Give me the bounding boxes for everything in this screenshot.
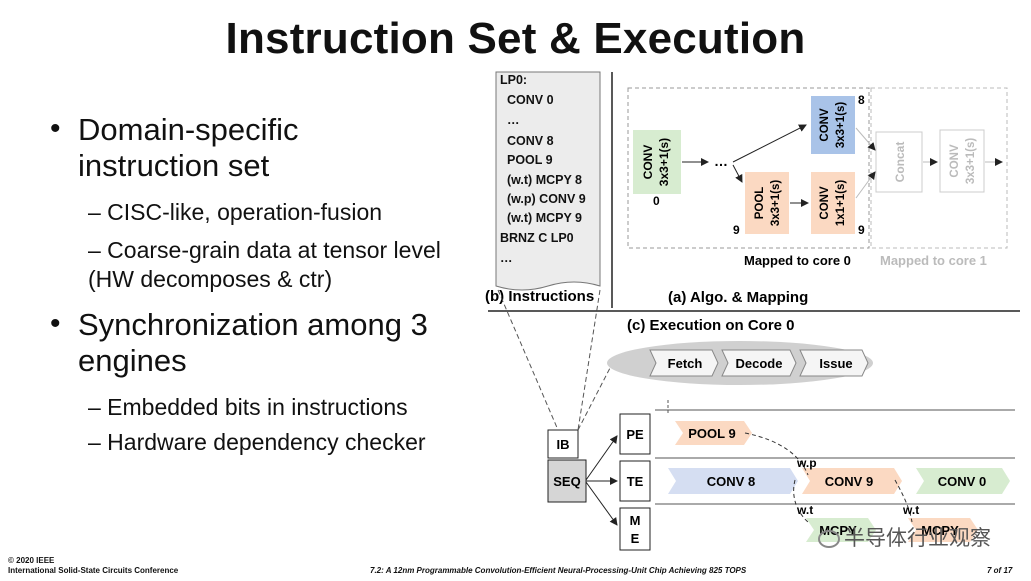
- exec-caption: (c) Execution on Core 0: [627, 317, 795, 334]
- svg-text:CONV 8: CONV 8: [707, 474, 755, 489]
- svg-text:CONV 0: CONV 0: [938, 474, 986, 489]
- core1-conv-box: [939, 129, 985, 193]
- svg-text:Concat: Concat: [893, 142, 907, 183]
- te-box: [619, 460, 651, 502]
- svg-text:9: 9: [858, 223, 865, 237]
- conv9-box: [811, 172, 855, 234]
- instr-line: (w.t) MCPY 8: [507, 173, 582, 187]
- conv8-task: CONV 8: [668, 468, 798, 494]
- svg-text:3x3+1(s): 3x3+1(s): [835, 102, 847, 149]
- footer-page: 7 of 17: [987, 566, 1013, 575]
- svg-text:CONV: CONV: [819, 186, 831, 220]
- issue-stage: Issue: [799, 349, 869, 377]
- sub-bullet-1a: – CISC-like, operation-fusion: [88, 199, 383, 225]
- svg-text:E: E: [631, 531, 640, 546]
- pool9-box: [745, 172, 789, 234]
- algo-caption: (a) Algo. & Mapping: [668, 289, 808, 306]
- wp-label: w.p: [796, 456, 817, 470]
- svg-text:3x3+1(s): 3x3+1(s): [770, 180, 782, 227]
- instructions-caption: (b) Instructions: [485, 288, 594, 305]
- instr-line: …: [500, 251, 513, 265]
- svg-text:CONV 9: CONV 9: [825, 474, 873, 489]
- svg-text:SEQ: SEQ: [553, 474, 580, 489]
- svg-text:Fetch: Fetch: [668, 356, 703, 371]
- svg-text:M: M: [630, 513, 641, 528]
- svg-text:IB: IB: [557, 437, 570, 452]
- decode-stage: Decode: [721, 349, 797, 377]
- mapped-core0: Mapped to core 0: [744, 253, 851, 268]
- watermark: 半导体行业观察: [818, 522, 991, 552]
- instr-line: BRNZ C LP0: [500, 231, 574, 245]
- instruction-sheet: [495, 71, 601, 291]
- footer-paper-title: 7.2: A 12nm Programmable Convolution-Eff…: [370, 566, 747, 575]
- ib-box: [547, 429, 579, 459]
- slide-title: Instruction Set & Execution: [225, 14, 806, 63]
- fetch-stage: Fetch: [649, 349, 719, 377]
- svg-text:CONV: CONV: [949, 144, 961, 178]
- wechat-icon: [818, 530, 840, 549]
- svg-text:9: 9: [733, 223, 740, 237]
- instr-line: (w.p) CONV 9: [507, 192, 586, 206]
- pe-box: [619, 413, 651, 455]
- conv9-task: CONV 9: [802, 468, 902, 494]
- svg-text:CONV: CONV: [641, 145, 655, 180]
- svg-text:PE: PE: [626, 427, 644, 442]
- mapped-core1: Mapped to core 1: [880, 253, 987, 268]
- svg-text:TE: TE: [627, 474, 644, 489]
- svg-text:3x3+1(s): 3x3+1(s): [965, 138, 977, 185]
- concat-box: [875, 131, 923, 193]
- pool9-task: POOL 9: [675, 421, 752, 445]
- instr-line: …: [507, 113, 520, 127]
- svg-text:Issue: Issue: [819, 356, 852, 371]
- core1-region: [870, 87, 1008, 249]
- svg-text:8: 8: [858, 93, 865, 107]
- conv8-box: [811, 96, 855, 154]
- instr-line: LP0:: [500, 73, 527, 87]
- bullet-dot: •: [50, 307, 61, 340]
- footer-copyright: © 2020 IEEE: [8, 556, 55, 565]
- mcpy9-task: MCPY: [908, 518, 978, 542]
- svg-text:1x1+1(s): 1x1+1(s): [835, 180, 847, 227]
- bullet-2: Synchronization among 3 engines: [78, 307, 428, 378]
- svg-text:Decode: Decode: [736, 356, 783, 371]
- wt-label: w.t: [902, 503, 919, 517]
- instr-line: CONV 0: [507, 93, 554, 107]
- wt-label: w.t: [796, 503, 813, 517]
- sub-bullet-2b: – Hardware dependency checker: [88, 429, 426, 455]
- conv0-task: CONV 0: [916, 468, 1010, 494]
- sub-bullet-1b: – Coarse-grain data at tensor level (HW …: [88, 237, 441, 292]
- svg-text:3x3+1(s): 3x3+1(s): [657, 138, 671, 186]
- bullet-dot: •: [50, 112, 61, 145]
- sub-bullet-2a: – Embedded bits in instructions: [88, 394, 408, 420]
- svg-text:CONV: CONV: [819, 108, 831, 142]
- instr-line: (w.t) MCPY 9: [507, 211, 582, 225]
- instr-line: CONV 8: [507, 134, 554, 148]
- core0-region: [627, 87, 870, 249]
- bullet-1: Domain-specific instruction set: [78, 112, 299, 183]
- svg-text:MCPY: MCPY: [921, 523, 959, 538]
- seq-box: [547, 459, 587, 503]
- svg-text:…: …: [714, 153, 728, 169]
- footer-conference: International Solid-State Circuits Confe…: [8, 566, 179, 575]
- me-box: [619, 507, 651, 551]
- instr-line: POOL 9: [507, 153, 553, 167]
- svg-text:POOL: POOL: [754, 187, 766, 220]
- svg-text:POOL 9: POOL 9: [688, 426, 735, 441]
- conv0-box: [633, 130, 681, 194]
- svg-text:0: 0: [653, 194, 660, 208]
